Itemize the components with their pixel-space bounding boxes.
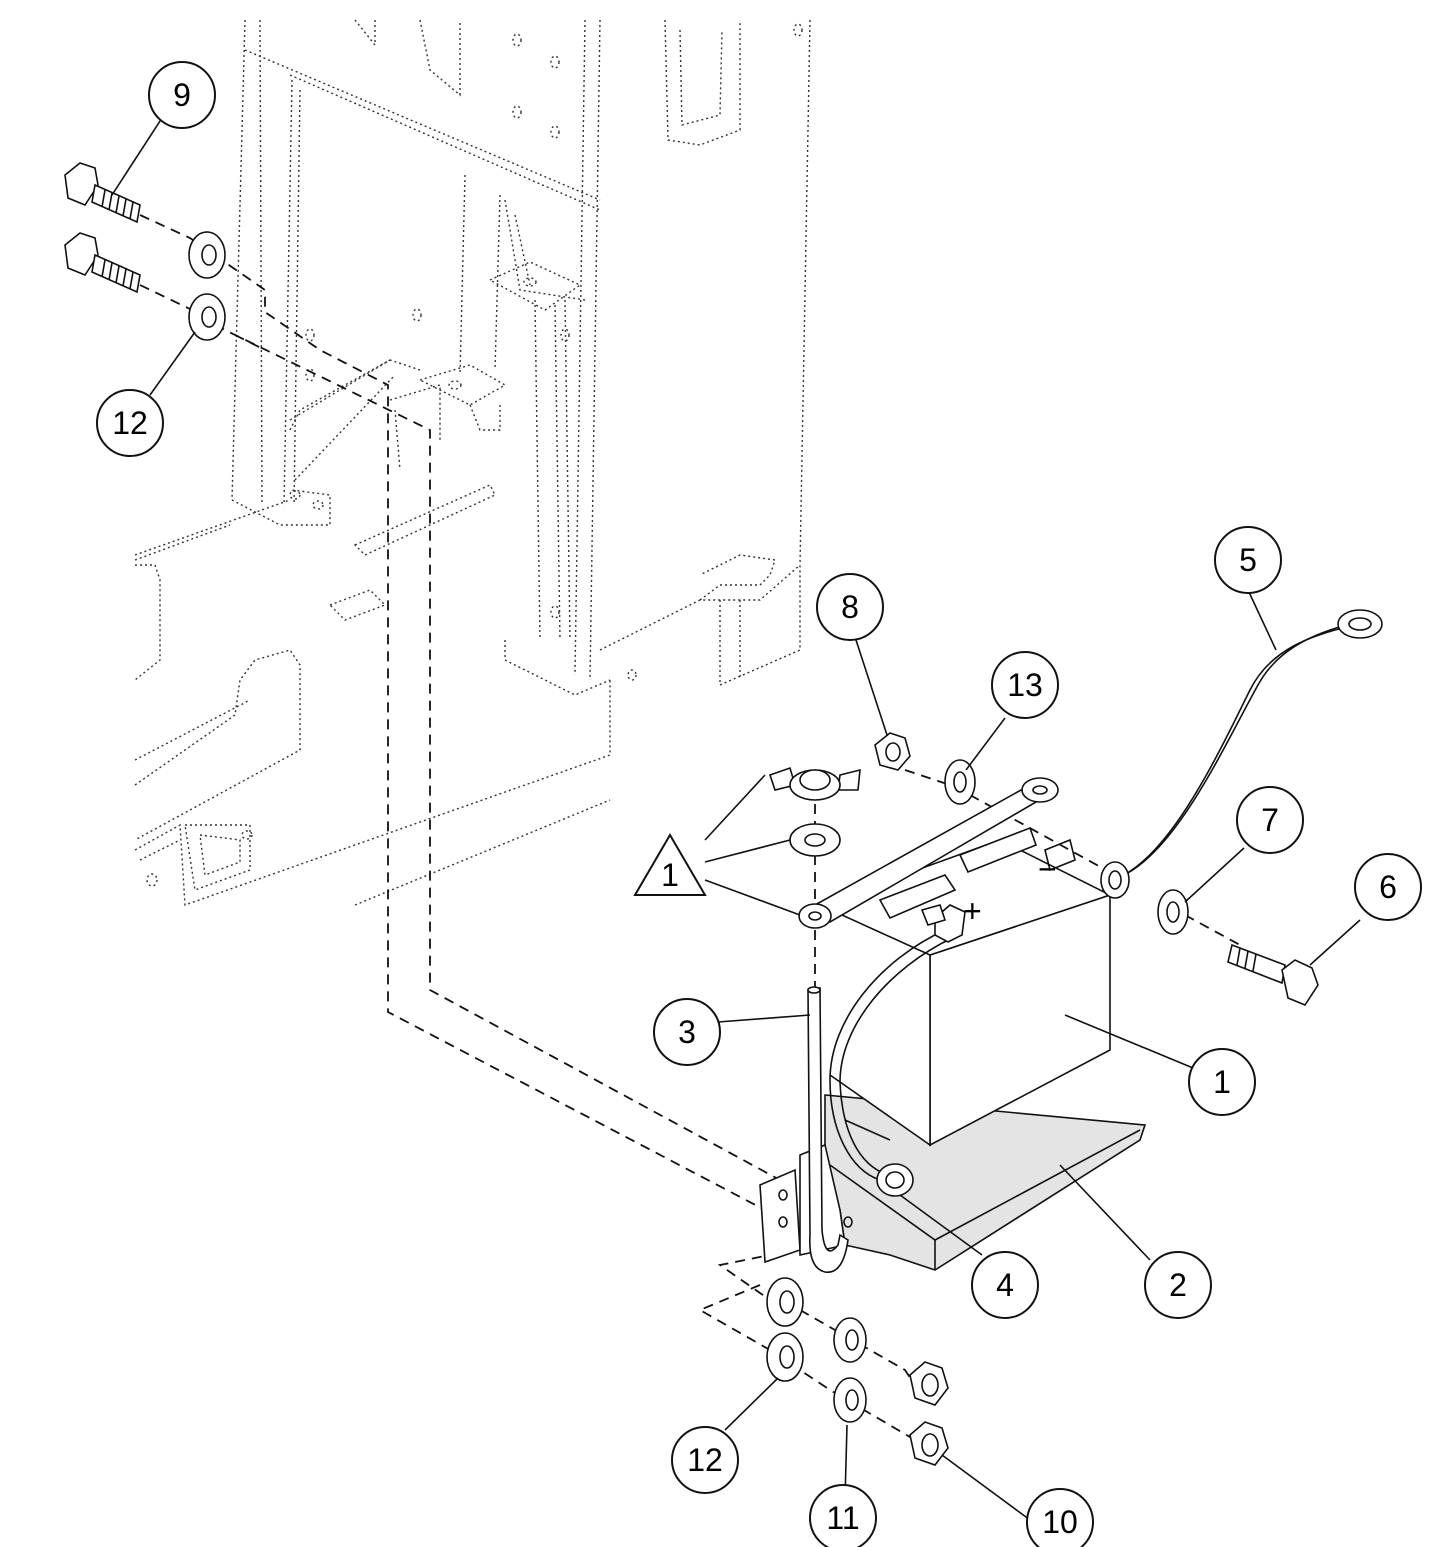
assembly-lines (139, 214, 1241, 1441)
note-triangle-label: 1 (661, 857, 679, 893)
callout-8: 8 (816, 573, 884, 641)
callout-13-label: 13 (1007, 667, 1043, 703)
callout-11: 11 (809, 1484, 877, 1547)
wing-nut (768, 766, 861, 801)
washer-item-12-bottom-a (766, 1277, 804, 1327)
callout-3-label: 3 (678, 1014, 696, 1050)
callout-10-label: 10 (1042, 1504, 1078, 1540)
washer-item-12-lower (188, 293, 226, 341)
callout-7: 7 (1236, 786, 1304, 854)
callout-10: 10 (1026, 1488, 1094, 1547)
washer-item-12-bottom-b (766, 1332, 804, 1382)
positive-cable-item-4 (829, 904, 966, 1197)
hold-down-bar (798, 777, 1059, 929)
washer-item-13 (944, 759, 976, 805)
flat-washer (789, 823, 841, 857)
hex-nut-item-10-b (909, 1421, 949, 1466)
washer-item-12-upper (188, 231, 226, 279)
callout-2: 2 (1144, 1251, 1212, 1319)
callout-12-top-label: 12 (112, 405, 148, 441)
callout-11-label: 11 (826, 1500, 859, 1536)
bolt-item-9-lower (64, 232, 141, 294)
hex-nut-item-10-a (909, 1361, 949, 1406)
callout-12-bottom: 12 (671, 1426, 739, 1494)
washer-item-7 (1157, 889, 1189, 935)
hex-nut-item-8 (874, 732, 911, 771)
callout-5: 5 (1214, 526, 1282, 594)
callout-5-label: 5 (1239, 542, 1257, 578)
callout-3: 3 (653, 998, 721, 1066)
bolt-item-9-upper (64, 162, 141, 224)
callout-7-label: 7 (1261, 802, 1279, 838)
callout-2-label: 2 (1169, 1267, 1187, 1303)
positive-terminal-mark: + (963, 893, 982, 929)
callout-4-label: 4 (996, 1267, 1014, 1303)
lock-washer-item-11-a (833, 1317, 867, 1363)
bolt-item-6 (1227, 943, 1319, 1006)
callout-4: 4 (971, 1251, 1039, 1319)
callout-12-top: 12 (96, 389, 164, 457)
note-triangle: 1 (633, 833, 707, 896)
negative-cable-item-5 (1100, 609, 1383, 899)
callout-12-bottom-label: 12 (687, 1442, 723, 1478)
callout-8-label: 8 (841, 589, 859, 625)
hold-down-rod-item-3 (807, 986, 849, 1273)
negative-terminal-mark: − (1038, 851, 1057, 887)
lock-washer-item-11-b (833, 1377, 867, 1423)
callout-6: 6 (1354, 853, 1422, 921)
callout-9-label: 9 (173, 77, 191, 113)
callout-6-label: 6 (1379, 869, 1397, 905)
battery-item-1 (817, 826, 1113, 1147)
callout-9: 9 (148, 61, 216, 129)
callout-13: 13 (991, 651, 1059, 719)
callout-1-label: 1 (1213, 1064, 1231, 1100)
callout-1: 1 (1188, 1048, 1256, 1116)
vehicle-frame-outline (134, 19, 811, 906)
